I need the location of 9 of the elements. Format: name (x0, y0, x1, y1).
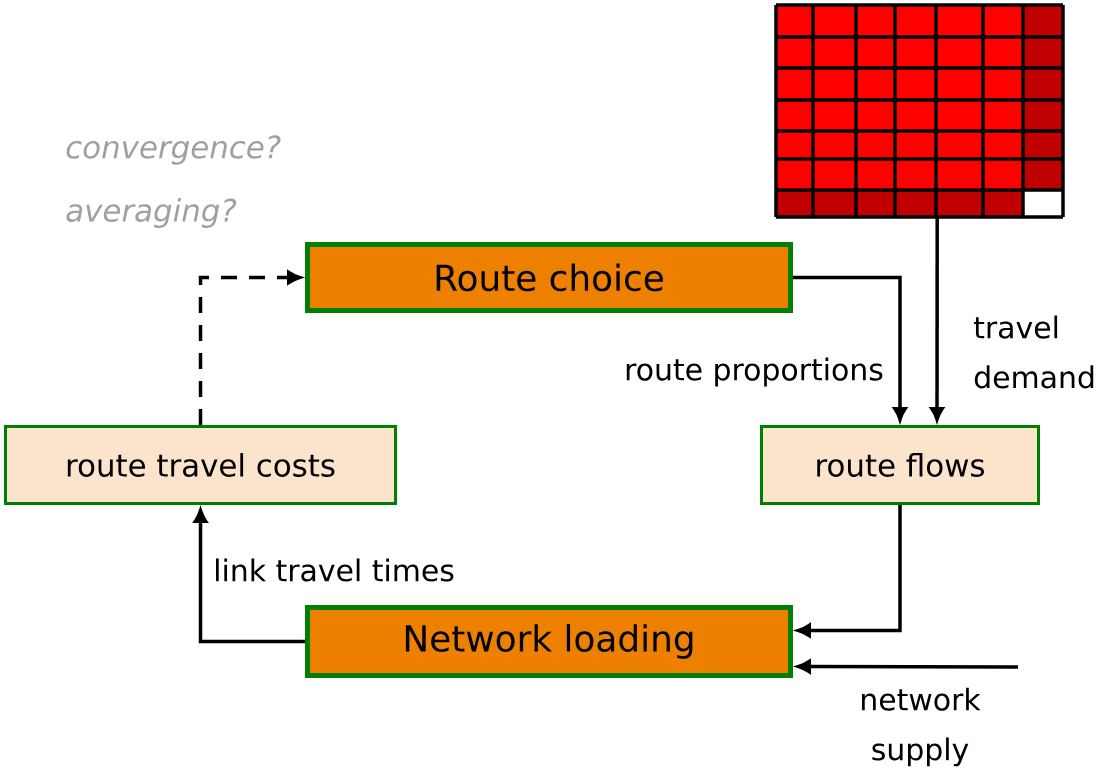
edge-label: network supply (862, 687, 981, 767)
process-box: Route choice (305, 242, 793, 313)
note-text: convergence? (66, 135, 281, 165)
edge-label: travel demand (974, 315, 1094, 389)
data-box: route flows (760, 425, 1040, 505)
note-text: averaging? (66, 198, 237, 228)
grid-drawing (774, 3, 1065, 219)
data-box: route travel costs (4, 425, 397, 505)
process-box: Network loading (305, 605, 793, 678)
